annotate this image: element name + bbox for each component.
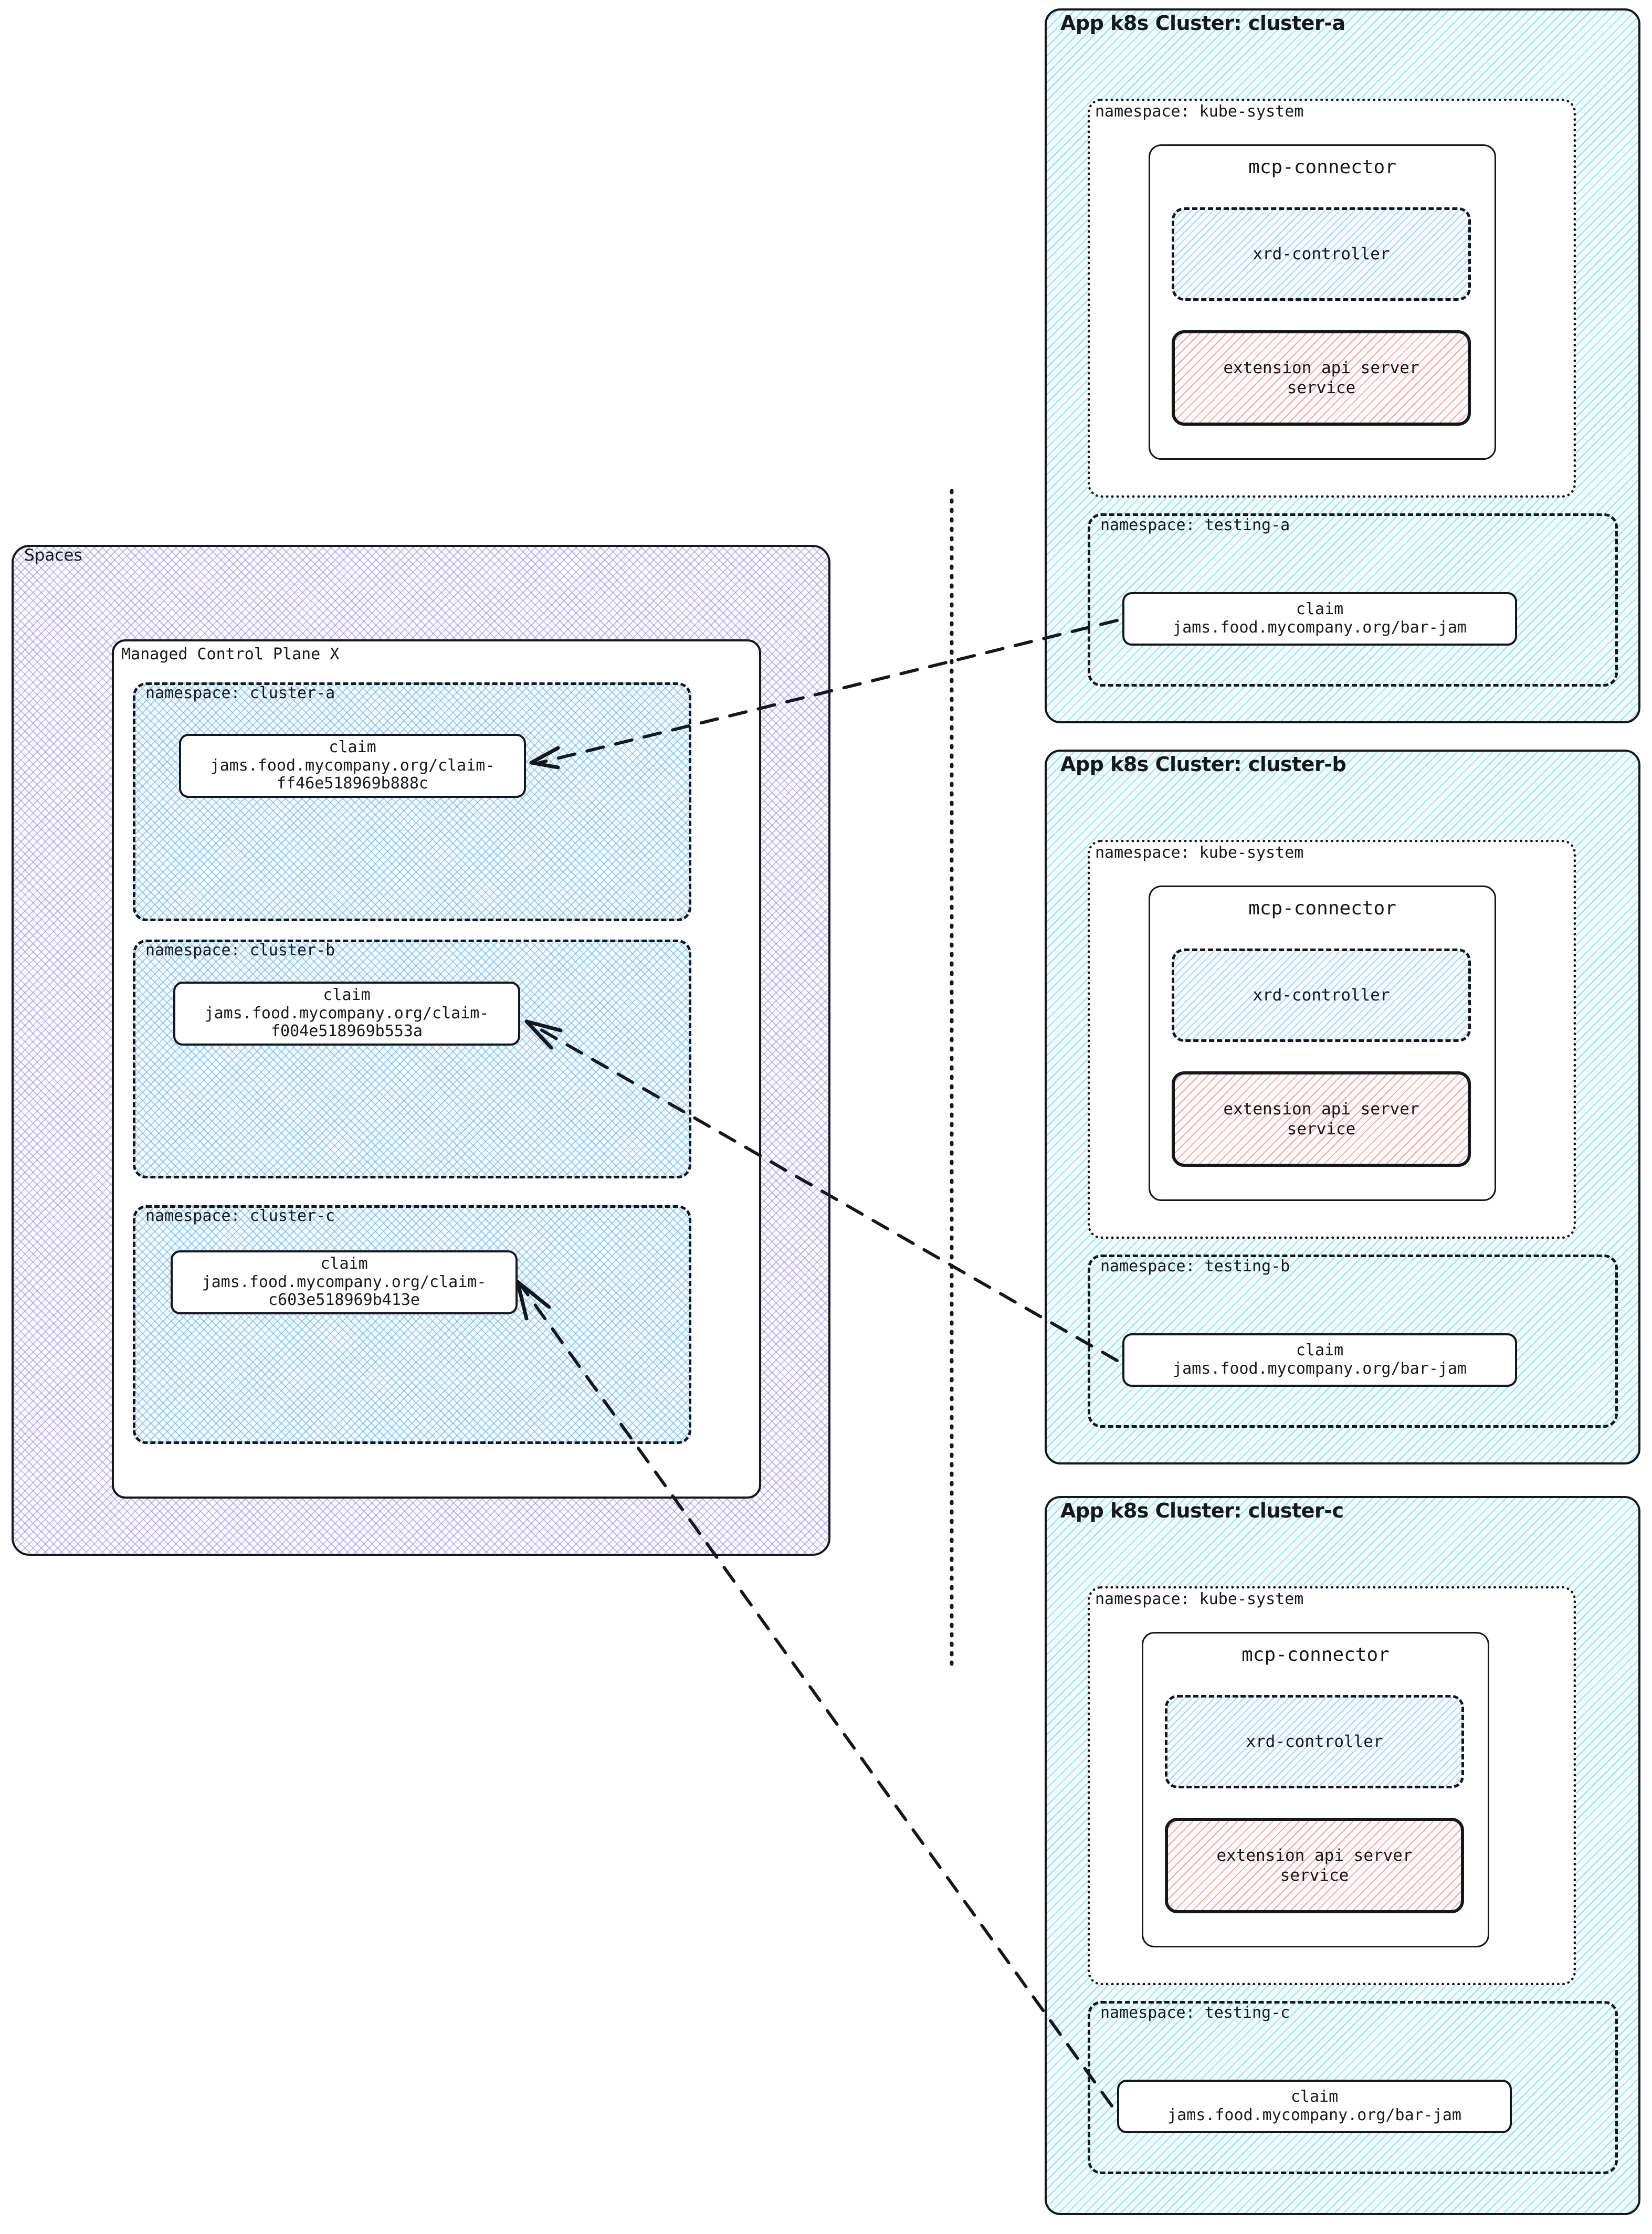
cluster-b-extension-api-line1: extension api server: [1223, 1100, 1419, 1119]
claim-box-cluster-a[interactable]: claim jams.food.mycompany.org/claim-ff46…: [179, 734, 526, 798]
claim-box-cluster-c[interactable]: claim jams.food.mycompany.org/claim-c603…: [171, 1250, 518, 1314]
claim-box-cluster-b[interactable]: claim jams.food.mycompany.org/claim-f004…: [173, 982, 520, 1046]
claim-ref: jams.food.mycompany.org/bar-jam: [1173, 618, 1467, 637]
managed-control-plane-title: Managed Control Plane X: [121, 645, 340, 663]
namespace-cluster-b: [133, 940, 691, 1178]
cluster-c-testing-label: namespace: testing-c: [1100, 2004, 1290, 2022]
claim-kind: claim: [1296, 1341, 1344, 1360]
claim-kind: claim: [1290, 2088, 1339, 2106]
cluster-c-mcp-connector-title: mcp-connector: [1241, 1644, 1390, 1666]
cluster-b-kube-system-label: namespace: kube-system: [1095, 844, 1304, 862]
cluster-c-claim-box[interactable]: claim jams.food.mycompany.org/bar-jam: [1117, 2080, 1512, 2133]
cluster-a-extension-api-server-service: extension api server service: [1172, 330, 1471, 426]
spaces-title: Spaces: [24, 546, 82, 565]
namespace-cluster-c: [133, 1205, 691, 1444]
cluster-a-title: App k8s Cluster: cluster-a: [1060, 12, 1345, 35]
namespace-cluster-b-label: namespace: cluster-b: [145, 941, 335, 960]
cluster-b-claim-box[interactable]: claim jams.food.mycompany.org/bar-jam: [1122, 1333, 1517, 1387]
cluster-a-testing-label: namespace: testing-a: [1100, 516, 1290, 534]
claim-ref: jams.food.mycompany.org/claim-ff46e51896…: [210, 756, 495, 793]
cluster-b-mcp-connector-title: mcp-connector: [1248, 898, 1396, 919]
namespace-cluster-a-label: namespace: cluster-a: [145, 684, 335, 702]
claim-kind: claim: [329, 737, 376, 756]
claim-kind: claim: [320, 1254, 368, 1273]
cluster-a-kube-system-label: namespace: kube-system: [1095, 102, 1304, 121]
claim-kind: claim: [1296, 600, 1344, 619]
cluster-c-extension-api-server-service: extension api server service: [1165, 1818, 1464, 1913]
cluster-c-xrd-controller-label: xrd-controller: [1246, 1732, 1383, 1751]
cluster-a-extension-api-line2: service: [1287, 378, 1356, 397]
cluster-b-extension-api-line2: service: [1287, 1120, 1356, 1139]
namespace-cluster-a: [133, 682, 691, 921]
claim-kind: claim: [323, 985, 371, 1004]
cluster-c-xrd-controller: xrd-controller: [1165, 1695, 1464, 1788]
cluster-c-extension-api-line1: extension api server: [1216, 1846, 1413, 1865]
cluster-a-xrd-controller: xrd-controller: [1172, 207, 1471, 301]
namespace-cluster-c-label: namespace: cluster-c: [145, 1207, 335, 1225]
cluster-b-extension-api-server-service: extension api server service: [1172, 1071, 1471, 1167]
cluster-a-xrd-controller-label: xrd-controller: [1253, 245, 1390, 264]
cluster-a-mcp-connector-title: mcp-connector: [1248, 156, 1396, 178]
claim-ref: jams.food.mycompany.org/bar-jam: [1173, 1360, 1467, 1378]
cluster-a-extension-api-line1: extension api server: [1223, 359, 1419, 377]
claim-ref: jams.food.mycompany.org/bar-jam: [1167, 2106, 1461, 2124]
cluster-b-xrd-controller: xrd-controller: [1172, 949, 1471, 1042]
cluster-b-xrd-controller-label: xrd-controller: [1253, 986, 1390, 1005]
cluster-b-testing-label: namespace: testing-b: [1100, 1257, 1290, 1276]
cluster-a-claim-box[interactable]: claim jams.food.mycompany.org/bar-jam: [1122, 592, 1517, 646]
cluster-a-namespace-testing-a: [1088, 513, 1618, 687]
cluster-b-title: App k8s Cluster: cluster-b: [1060, 753, 1346, 776]
claim-ref: jams.food.mycompany.org/claim-f004e51896…: [204, 1004, 489, 1041]
cluster-c-kube-system-label: namespace: kube-system: [1095, 1590, 1304, 1608]
cluster-c-title: App k8s Cluster: cluster-c: [1060, 1499, 1344, 1522]
cluster-c-extension-api-line2: service: [1280, 1866, 1349, 1885]
claim-ref: jams.food.mycompany.org/claim-c603e51896…: [202, 1272, 487, 1310]
